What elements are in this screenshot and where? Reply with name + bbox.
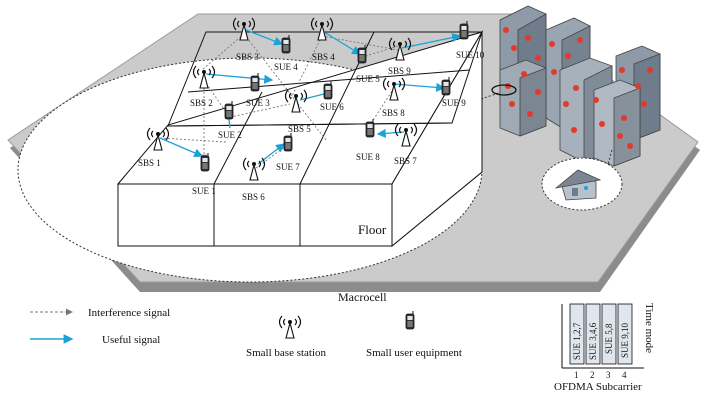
sbs-7-label: SBS 7 [394,156,417,166]
sue-4-label: SUE 4 [274,62,298,72]
sbs-6-label: SBS 6 [242,192,265,202]
sue-9-icon [441,76,451,96]
ofdma-column-1 [569,303,585,365]
sue-10-label: SUE 10 [456,50,485,60]
sue-3-label: SUE 3 [246,98,270,108]
sue-5-icon [323,80,333,100]
sue-5-label: SUE 5 [356,74,380,84]
sbs-legend-label: Small base station [246,347,327,359]
sbs-9-label: SBS 9 [388,66,411,76]
macrocell-label: Macrocell [338,290,387,304]
ofdma-subcarrier-label: OFDMA Subcarrier [554,381,642,393]
sue-2-icon [224,100,234,120]
ofdma-index-4: 4 [622,370,627,380]
sbs-1-label: SBS 1 [138,158,161,168]
sue-2-label: SUE 2 [218,130,242,140]
ofdma-index-3: 3 [606,370,611,380]
interference-legend-label: Interference signal [88,307,170,319]
sue-6-icon [357,44,367,64]
ofdma-column-2-label: SUE 3,4,6 [588,322,598,360]
sbs-3-label: SBS 3 [236,52,259,62]
lit-windows [503,27,653,149]
ofdma-column-4-label: SUE 9,10 [620,322,630,358]
sue-4-icon [281,34,291,54]
sue-6-label: SUE 6 [320,102,344,112]
ofdma-column-3-label: SUE 5,8 [604,323,614,354]
ofdma-column-1-label: SUE 1,2,7 [572,322,582,360]
ofdma-index-1: 1 [574,370,579,380]
sbs-4-label: SBS 4 [312,52,335,62]
sbs-legend-icon [278,315,302,339]
useful-legend-label: Useful signal [102,334,160,346]
sbs-2-label: SBS 2 [190,98,213,108]
ofdma-diagram: SUE 1,2,7 SUE 3,4,6 SUE 5,8 SUE 9,10 1 2… [554,303,655,393]
sbs-8-label: SBS 8 [382,108,405,118]
ofdma-column-2 [585,303,601,365]
sue-3-icon [250,72,260,92]
highlight-ellipse [491,84,517,96]
sue-legend-icon [405,310,415,330]
sue-1-icon [200,152,210,172]
sue-1-label: SUE 1 [192,186,216,196]
home-callout [541,149,623,211]
sue-8-icon [365,118,375,138]
ofdma-index-2: 2 [590,370,595,380]
useful-links [159,29,462,165]
floor-block [116,30,484,248]
ofdma-column-4 [617,303,633,365]
sue-8-label: SUE 8 [356,152,380,162]
sue-7-icon [283,132,293,152]
legend: Interference signal Useful signal Small … [30,307,462,359]
sue-7-label: SUE 7 [276,162,300,172]
sbs-5-label: SBS 5 [288,124,311,134]
sue-9-label: SUE 9 [442,98,466,108]
sue-10-icon [459,20,469,40]
sue-legend-label: Small user equipment [366,347,462,359]
ofdma-column-3 [601,303,617,365]
floor-label: Floor [358,222,387,237]
time-mode-label: Time mode [643,303,655,353]
